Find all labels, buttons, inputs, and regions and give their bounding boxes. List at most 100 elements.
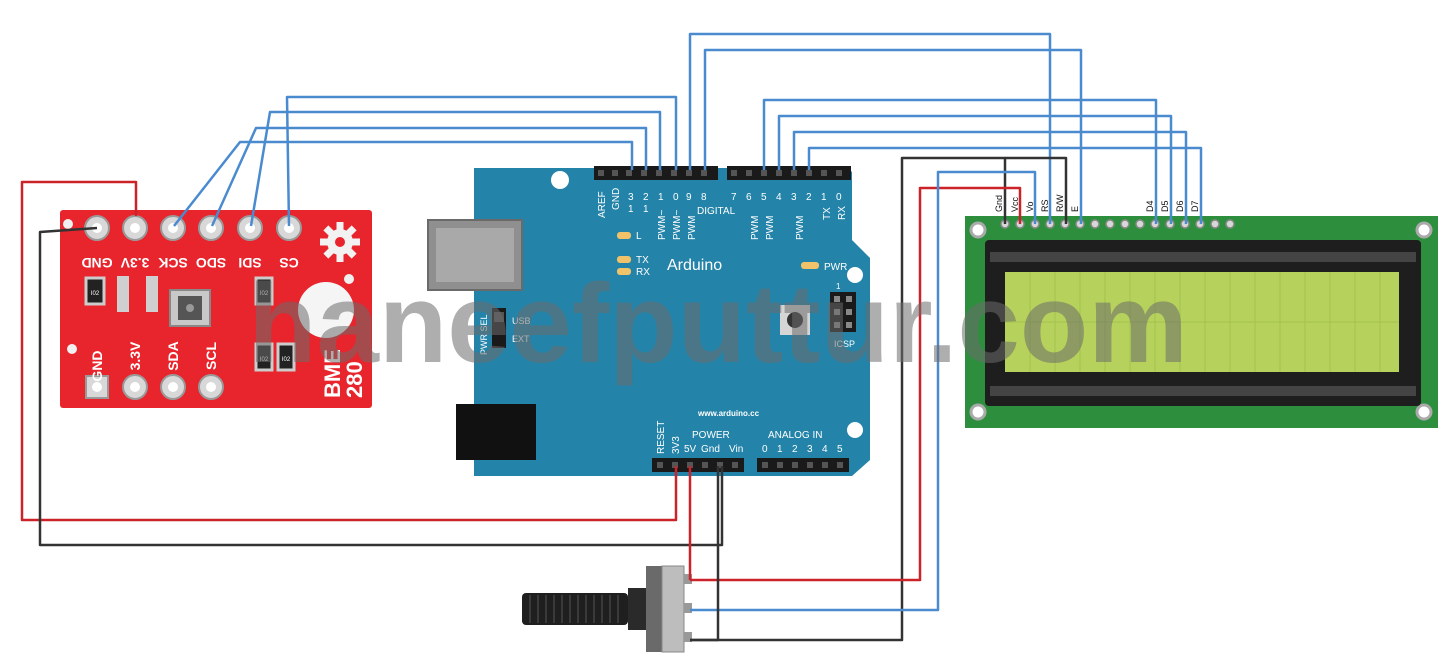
sparkfun-gear-icon	[320, 222, 360, 262]
svg-text:6: 6	[746, 192, 752, 203]
svg-text:3V3: 3V3	[671, 436, 682, 454]
svg-text:ICSP: ICSP	[834, 339, 855, 349]
wires	[20, 32, 1203, 642]
wire-lcd-e	[703, 48, 1083, 224]
bme280-bottom-gnd: GND	[89, 350, 105, 381]
svg-text:1: 1	[628, 204, 634, 215]
svg-text:PWM~: PWM~	[672, 210, 683, 240]
mount-hole	[67, 344, 77, 354]
svg-text:1: 1	[821, 192, 827, 203]
svg-text:1: 1	[643, 204, 649, 215]
bme280-bottom-scl: SCL	[203, 342, 219, 370]
bme280-pin-3v3: 3.3V	[120, 255, 149, 271]
svg-text:AREF: AREF	[597, 191, 608, 218]
resistor-label: I02	[260, 357, 269, 363]
svg-text:1: 1	[658, 192, 664, 203]
svg-text:E: E	[1070, 206, 1080, 212]
svg-text:0: 0	[762, 444, 768, 455]
pwr-led-label: PWR	[824, 262, 847, 273]
wire-bme-sdo	[210, 126, 648, 227]
wire-lcd-d4	[762, 98, 1158, 224]
potentiometer	[522, 565, 692, 653]
svg-text:D5: D5	[1160, 200, 1170, 212]
mount-hole	[847, 267, 863, 283]
lcd-module: Gnd Vcc Vo RS R/W E D4 D5 D6 D7	[965, 194, 1438, 428]
svg-text:4: 4	[776, 192, 782, 203]
wire-lcd-d6	[792, 130, 1188, 224]
bme280-pin-sdi: SDI	[238, 255, 261, 271]
svg-text:3: 3	[807, 444, 813, 455]
watermark: haneefputtur.com	[248, 261, 1188, 386]
lcd-header-pads	[1000, 219, 1235, 229]
svg-text:Gnd: Gnd	[701, 444, 720, 455]
svg-text:0: 0	[673, 192, 679, 203]
bme280-bottom-pins	[85, 374, 224, 400]
arduino-brand: Arduino	[667, 257, 722, 274]
analog-header	[757, 458, 849, 472]
arduino-board: AREF GND 3 2 1 0 1 1 9 8 PWM~ PWM~ PWM D…	[427, 166, 870, 476]
wire-arduino-gnd-pot	[690, 466, 720, 642]
bme280-bottom-sda: SDA	[165, 341, 181, 371]
bme280-resistors: I02 I02 I02 I02	[84, 276, 296, 372]
large-mount-hole	[298, 282, 354, 338]
bme280-pin-cs: CS	[279, 255, 298, 271]
led-l-label: L	[636, 231, 642, 242]
power-label: POWER	[692, 430, 730, 441]
svg-text:R/W: R/W	[1055, 194, 1065, 212]
bme280-name: BME 280	[320, 349, 367, 398]
reset-button[interactable]	[780, 305, 810, 335]
power-header	[652, 458, 744, 472]
svg-text:3: 3	[628, 192, 634, 203]
svg-text:8: 8	[701, 192, 707, 203]
wire-bme-gnd	[38, 226, 724, 547]
svg-text:RX: RX	[837, 206, 848, 220]
wire-lcd-vcc	[690, 186, 1022, 582]
svg-text:EXT: EXT	[512, 334, 530, 344]
wire-lcd-d7	[807, 146, 1203, 224]
svg-text:PWM: PWM	[795, 216, 806, 240]
digital-pin-labels: AREF GND 3 2 1 0 1 1 9 8 PWM~ PWM~ PWM D…	[597, 188, 848, 240]
lcd-character-grid	[1005, 272, 1399, 372]
icsp-header: 1 ICSP	[830, 282, 856, 349]
bme280-sensor-chip	[169, 289, 211, 327]
arduino-url: www.arduino.cc	[697, 409, 760, 418]
svg-text:USB: USB	[512, 316, 531, 326]
wire-lcd-rw	[1005, 156, 1068, 224]
svg-text:Vcc: Vcc	[1010, 196, 1020, 212]
svg-text:PWM: PWM	[765, 216, 776, 240]
svg-text:3: 3	[791, 192, 797, 203]
bme280-bottom-labels: GND 3.3V SDA SCL	[89, 341, 219, 382]
svg-text:D6: D6	[1175, 200, 1185, 212]
svg-text:0: 0	[836, 192, 842, 203]
digital-header-left	[594, 166, 718, 180]
svg-text:2: 2	[643, 192, 649, 203]
bme280-pin-sdo: SDO	[196, 255, 226, 271]
led-tx-label: TX	[636, 255, 649, 266]
mount-hole	[551, 171, 569, 189]
svg-text:RESET: RESET	[656, 421, 667, 454]
wire-bme-cs	[285, 95, 678, 227]
svg-text:280: 280	[342, 361, 367, 398]
wire-lcd-d5	[777, 114, 1173, 224]
svg-text:TX: TX	[822, 207, 833, 220]
wire-lcd-rs	[688, 32, 1052, 224]
svg-text:7: 7	[731, 192, 737, 203]
wire-bme-sdi	[249, 110, 662, 227]
svg-text:Vin: Vin	[729, 444, 743, 455]
digital-header-right	[727, 166, 851, 180]
bme280-pin-gnd: GND	[81, 255, 112, 271]
mount-hole	[1415, 403, 1433, 421]
wire-lcd-gnd	[690, 156, 1007, 642]
lcd-pin-labels: Gnd Vcc Vo RS R/W E D4 D5 D6 D7	[994, 194, 1200, 212]
svg-text:PWM: PWM	[750, 216, 761, 240]
analog-label: ANALOG IN	[768, 430, 822, 441]
arduino-pcb	[474, 168, 870, 476]
pwr-led	[801, 262, 819, 269]
svg-text:9: 9	[686, 192, 692, 203]
resistor-label: I02	[260, 291, 269, 297]
svg-text:BME: BME	[320, 349, 345, 398]
mount-hole	[969, 221, 987, 239]
wire-lcd-vo	[690, 170, 1037, 612]
svg-text:PWM: PWM	[687, 216, 698, 240]
svg-text:1: 1	[777, 444, 783, 455]
